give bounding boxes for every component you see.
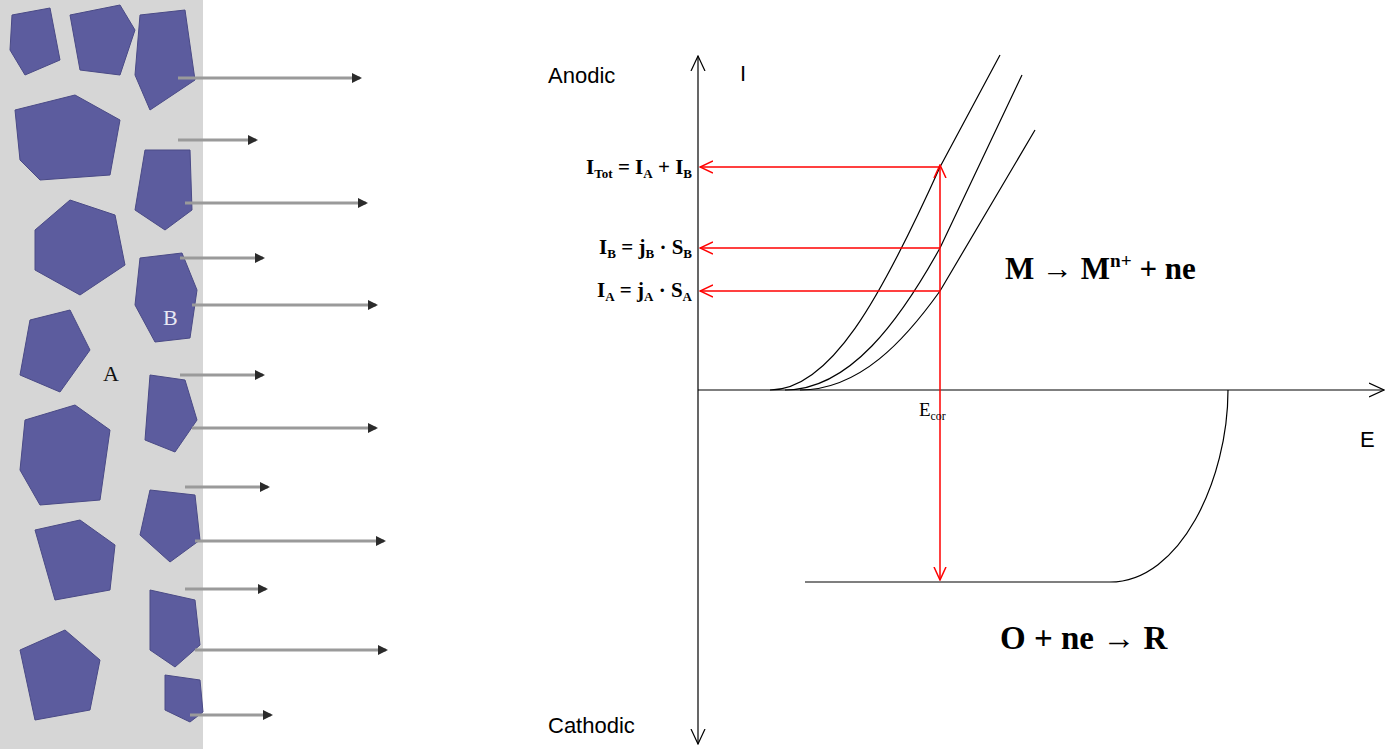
axis-label: E — [1360, 428, 1375, 452]
corrosion-potential: Ecor — [919, 400, 946, 421]
current-equation: IB = jB · SB — [599, 236, 692, 259]
grains — [10, 5, 203, 722]
axes — [698, 56, 1384, 744]
current-equation: IA = jA · SA — [597, 279, 692, 302]
polarization-curves — [770, 55, 1228, 582]
axis-label: Cathodic — [548, 714, 635, 738]
dissolution-arrows — [178, 78, 386, 715]
phase-label: B — [163, 306, 178, 330]
anodic-reaction: M → Mn+ + ne — [1005, 252, 1196, 286]
axis-label: Anodic — [548, 64, 615, 88]
construction-arrows — [700, 165, 940, 580]
metal-matrix — [0, 0, 203, 749]
cathodic-reaction: O + ne → R — [1000, 620, 1167, 656]
current-equation: ITot = IA + IB — [586, 156, 692, 179]
phase-label: A — [103, 362, 119, 386]
axis-label: I — [740, 62, 746, 86]
